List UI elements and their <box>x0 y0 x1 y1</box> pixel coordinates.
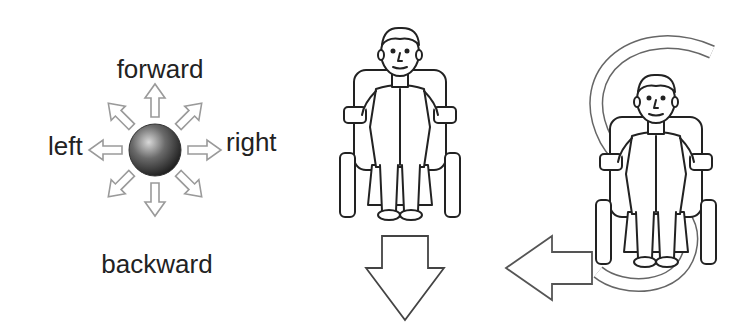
joystick-ball <box>129 124 181 176</box>
direction-label: forward <box>117 55 204 84</box>
wheelchair-user <box>596 75 716 267</box>
joystick-arrows <box>89 84 221 216</box>
direction-arrow <box>366 236 444 320</box>
wheelchair-user <box>340 28 460 220</box>
direction-arrow <box>506 236 592 300</box>
direction-label: left <box>48 132 83 161</box>
direction-label: right <box>226 128 277 157</box>
direction-label: backward <box>101 250 212 279</box>
